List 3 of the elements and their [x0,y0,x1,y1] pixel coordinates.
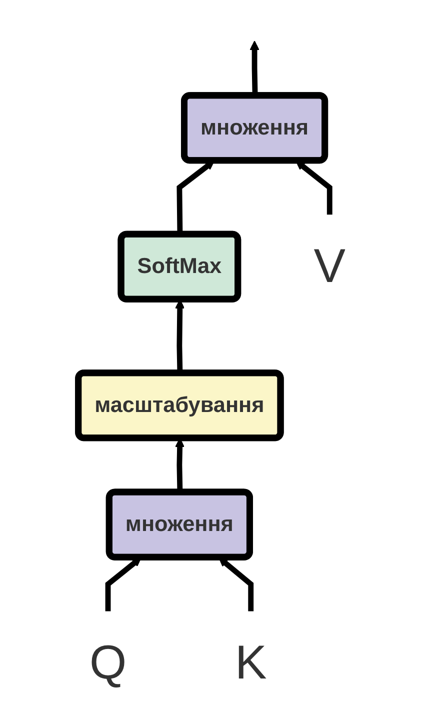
node-text: V [314,240,346,293]
node-text: K [234,636,267,690]
node-text: Q [89,636,127,690]
